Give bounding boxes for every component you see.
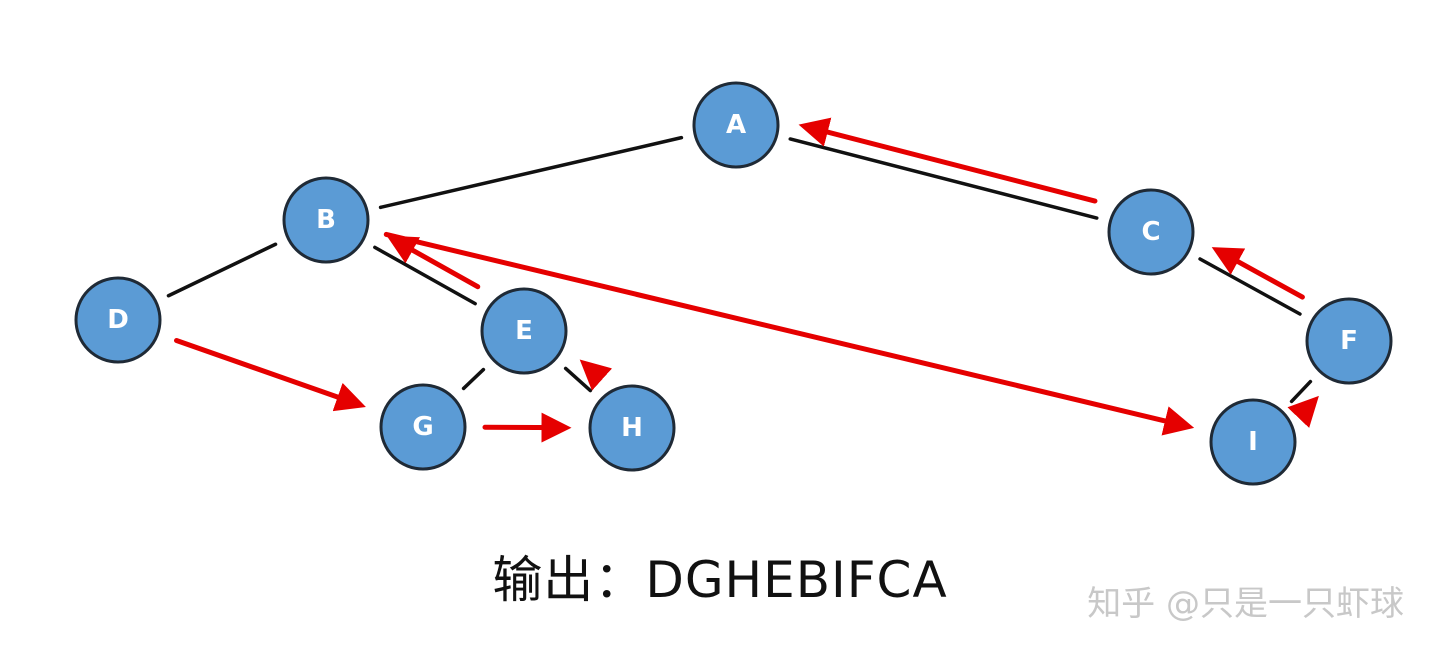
node-D: D: [74, 276, 162, 364]
arrow-B-to-I: [383, 231, 1195, 436]
arrow-E-to-B: [386, 235, 481, 290]
node-circle-A: [692, 81, 780, 169]
node-circle-E: [480, 287, 568, 375]
node-F: F: [1305, 297, 1393, 385]
output-caption: 输出：DGHEBIFCA: [0, 540, 1440, 612]
node-A: A: [692, 81, 780, 169]
edge-E-G: [461, 367, 486, 391]
edge-A-B: [378, 135, 684, 210]
node-C: C: [1107, 188, 1195, 276]
node-circle-B: [282, 176, 370, 264]
node-label-B: B: [316, 205, 336, 235]
node-label-I: I: [1248, 427, 1258, 457]
node-label-A: A: [726, 110, 746, 140]
node-I: I: [1209, 398, 1297, 486]
arrow-H-to-E: [579, 359, 613, 391]
node-label-C: C: [1141, 217, 1160, 247]
node-label-H: H: [621, 413, 643, 443]
node-label-F: F: [1340, 326, 1358, 356]
output-sequence: DGHEBIFCA: [645, 551, 948, 609]
edge-E-H: [563, 366, 593, 393]
node-circle-F: [1305, 297, 1393, 385]
node-label-D: D: [107, 305, 129, 335]
node-G: G: [379, 383, 467, 471]
node-circle-C: [1107, 188, 1195, 276]
nodes: A B C D E F G H I: [74, 81, 1393, 486]
arrow-F-to-C: [1211, 247, 1305, 300]
edge-A-C: [788, 137, 1099, 220]
node-H: H: [588, 384, 676, 472]
traversal-arrows: [174, 117, 1319, 443]
watermark: 知乎 @只是一只虾球: [1087, 584, 1404, 624]
node-circle-G: [379, 383, 467, 471]
node-E: E: [480, 287, 568, 375]
node-circle-I: [1209, 398, 1297, 486]
arrow-C-to-A: [798, 117, 1098, 204]
node-B: B: [282, 176, 370, 264]
edge-B-D: [166, 242, 278, 298]
node-label-G: G: [412, 412, 433, 442]
output-label: 输出：: [492, 551, 646, 609]
arrow-D-to-G: [174, 338, 366, 412]
node-circle-H: [588, 384, 676, 472]
node-circle-D: [74, 276, 162, 364]
arrow-I-to-F: [1287, 395, 1319, 428]
node-label-E: E: [515, 316, 533, 346]
edge-F-I: [1289, 379, 1313, 404]
